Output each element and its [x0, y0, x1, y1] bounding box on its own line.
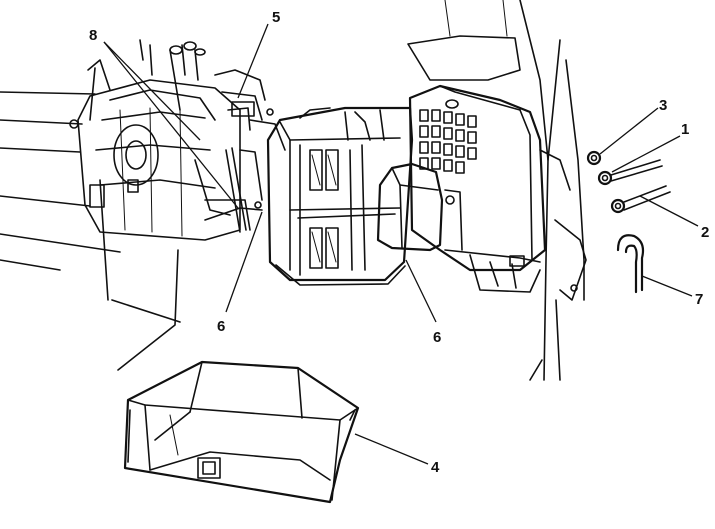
callout-5: 5	[272, 9, 280, 26]
callout-4: 4	[431, 459, 440, 476]
heater-case	[266, 106, 414, 286]
callout-3: 3	[659, 97, 667, 114]
grille-box	[376, 84, 587, 301]
callout-2: 2	[701, 224, 709, 241]
callout-labels: 8 5 3 1 2 7 6 6 4	[89, 9, 709, 476]
callout-6-right: 6	[433, 329, 441, 346]
callout-6-left: 6	[217, 318, 225, 335]
hose-fittings	[586, 150, 671, 294]
blower-assembly	[69, 39, 251, 241]
control-linkage	[204, 69, 286, 233]
glove-box	[123, 360, 360, 504]
callout-leaders	[103, 23, 699, 465]
callout-7: 7	[695, 291, 703, 308]
callout-8: 8	[89, 27, 97, 44]
callout-1: 1	[681, 121, 689, 138]
dashboard-frame	[0, 0, 585, 381]
grille-vents	[419, 109, 477, 174]
